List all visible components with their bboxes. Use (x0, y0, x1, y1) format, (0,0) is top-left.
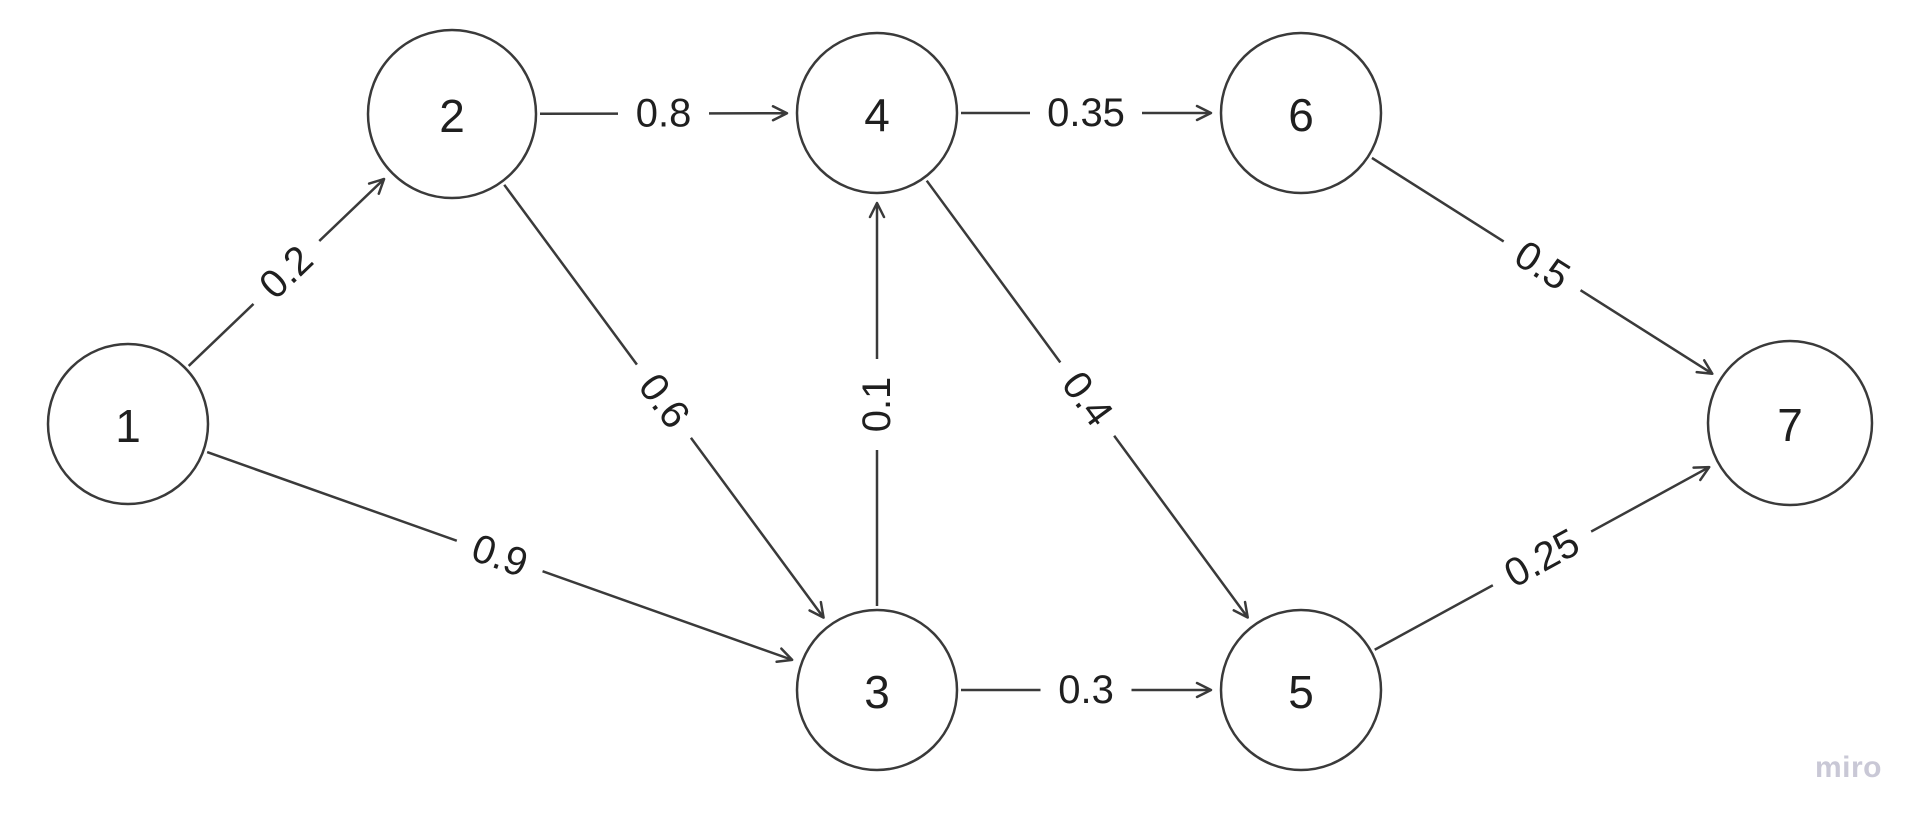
edge-label-bg (1040, 664, 1132, 716)
edge-label-4-6[interactable]: 0.35 (1030, 87, 1142, 139)
edge-label-3-5[interactable]: 0.3 (1040, 664, 1132, 716)
edge-label-bg (1039, 347, 1136, 452)
node-6[interactable]: 6 (1219, 31, 1383, 195)
node-label: 5 (1288, 666, 1314, 718)
edge-label-bg (1030, 87, 1142, 139)
edge-weight-label: 0.8 (636, 91, 692, 135)
node-circle[interactable] (1219, 608, 1383, 772)
node-5[interactable]: 5 (1219, 608, 1383, 772)
node-1[interactable]: 1 (46, 342, 210, 506)
node-circle[interactable] (46, 342, 210, 506)
node-circle[interactable] (366, 28, 538, 200)
node-4[interactable]: 4 (795, 31, 959, 195)
node-label: 1 (115, 400, 141, 452)
edge-label-5-7[interactable]: 0.25 (1480, 508, 1604, 609)
edge-label-bg (1480, 508, 1604, 609)
edge-label-2-4[interactable]: 0.8 (617, 87, 710, 140)
edge-label-bg (617, 87, 710, 140)
node-circle[interactable] (795, 608, 959, 772)
node-circle[interactable] (795, 31, 959, 195)
edge-label-1-3[interactable]: 0.9 (448, 516, 552, 596)
node-label: 2 (439, 90, 465, 142)
edge-label-bg (851, 359, 903, 450)
edge-label-3-4[interactable]: 0.1 (851, 359, 903, 450)
edge-weight-label: 0.3 (1058, 668, 1114, 712)
edge-label-bg (1489, 219, 1595, 313)
edge-label-bg (235, 222, 338, 323)
edge-label-bg (615, 349, 712, 454)
node-label: 7 (1777, 399, 1803, 451)
node-label: 4 (864, 89, 890, 141)
node-circle[interactable] (1219, 31, 1383, 195)
edge-label-4-5[interactable]: 0.4 (1039, 347, 1136, 452)
edge-label-2-3[interactable]: 0.6 (615, 349, 712, 454)
node-circle[interactable] (1706, 339, 1874, 507)
node-layer: 1 2 3 4 5 6 7 (46, 28, 1874, 772)
edge-label-6-7[interactable]: 0.5 (1489, 219, 1595, 313)
edge-label-bg (448, 516, 552, 596)
node-7[interactable]: 7 (1706, 339, 1874, 507)
node-2[interactable]: 2 (366, 28, 538, 200)
edge-weight-label: 0.1 (855, 377, 899, 433)
edge-layer (187, 104, 1714, 699)
node-3[interactable]: 3 (795, 608, 959, 772)
node-label: 6 (1288, 89, 1314, 141)
edge-weight-label: 0.35 (1047, 91, 1125, 135)
node-label: 3 (864, 666, 890, 718)
miro-watermark: miro (1814, 751, 1882, 784)
